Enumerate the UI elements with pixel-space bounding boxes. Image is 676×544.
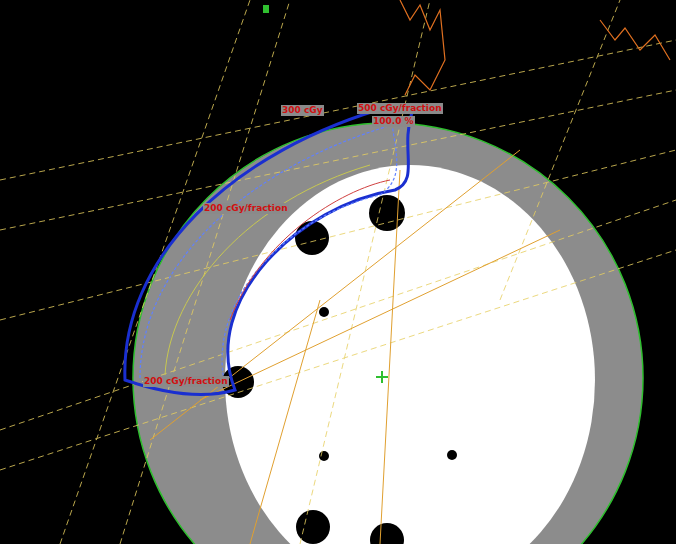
zigzag-marker [400, 0, 445, 95]
dose-label: 200 cGy/fraction [143, 376, 229, 387]
isodose-line [140, 125, 397, 385]
isodose-line [165, 165, 370, 375]
phantom-insert [225, 165, 595, 544]
iso-center [376, 371, 388, 383]
dose-label: 200 cGy/fraction [203, 203, 289, 214]
zigzag-marker [600, 20, 670, 60]
dose-label: 300 cGy [281, 105, 324, 116]
isodose-line [230, 180, 390, 320]
beam-solid [150, 150, 560, 544]
marker [263, 5, 269, 13]
target-contour [125, 105, 412, 395]
holes [222, 195, 457, 544]
dose-label: 100.0 % [372, 116, 415, 127]
dose-label: 500 cGy/fraction [357, 103, 443, 114]
